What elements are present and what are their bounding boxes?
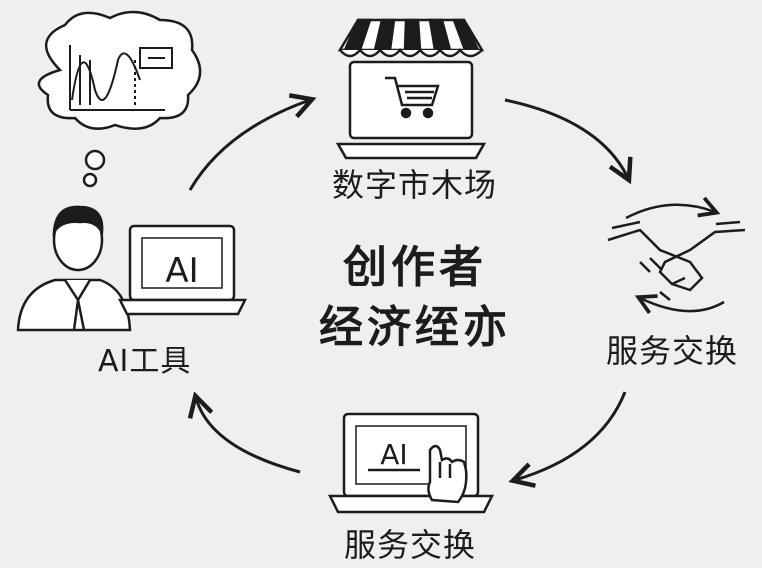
ai-tools-label: AI工具 xyxy=(98,344,192,379)
center-title-line1: 创作者 xyxy=(343,242,487,293)
ai-laptop-icon xyxy=(117,224,248,316)
digital-market-label: 数字市木场 xyxy=(332,166,498,204)
service-laptop-screen-text: AI xyxy=(380,438,407,471)
pointing-hand-icon xyxy=(427,444,468,504)
sketch-chart-icon xyxy=(69,45,173,111)
arrow-to-exchange xyxy=(504,98,628,178)
digital-market-icon xyxy=(335,18,487,160)
center-title-line2: 经济绖亦 xyxy=(319,302,511,353)
ai-laptop-screen-text: AI xyxy=(165,251,198,291)
arrow-to-delivery xyxy=(515,391,627,480)
ai-service-laptop-icon xyxy=(327,412,495,514)
creator-person-icon xyxy=(16,205,132,332)
arrow-to-ai-tools xyxy=(196,398,301,474)
shopping-cart-icon xyxy=(385,76,440,119)
center-title: 创作者 经济绖亦 xyxy=(300,238,530,358)
handshake-icon xyxy=(607,205,746,311)
arrow-to-market xyxy=(188,100,310,191)
cycle-arrows xyxy=(190,100,628,480)
service-delivery-label: 服务交换 xyxy=(344,526,477,564)
thought-bubble xyxy=(37,10,202,188)
service-exchange-label: 服务交换 xyxy=(606,332,739,370)
